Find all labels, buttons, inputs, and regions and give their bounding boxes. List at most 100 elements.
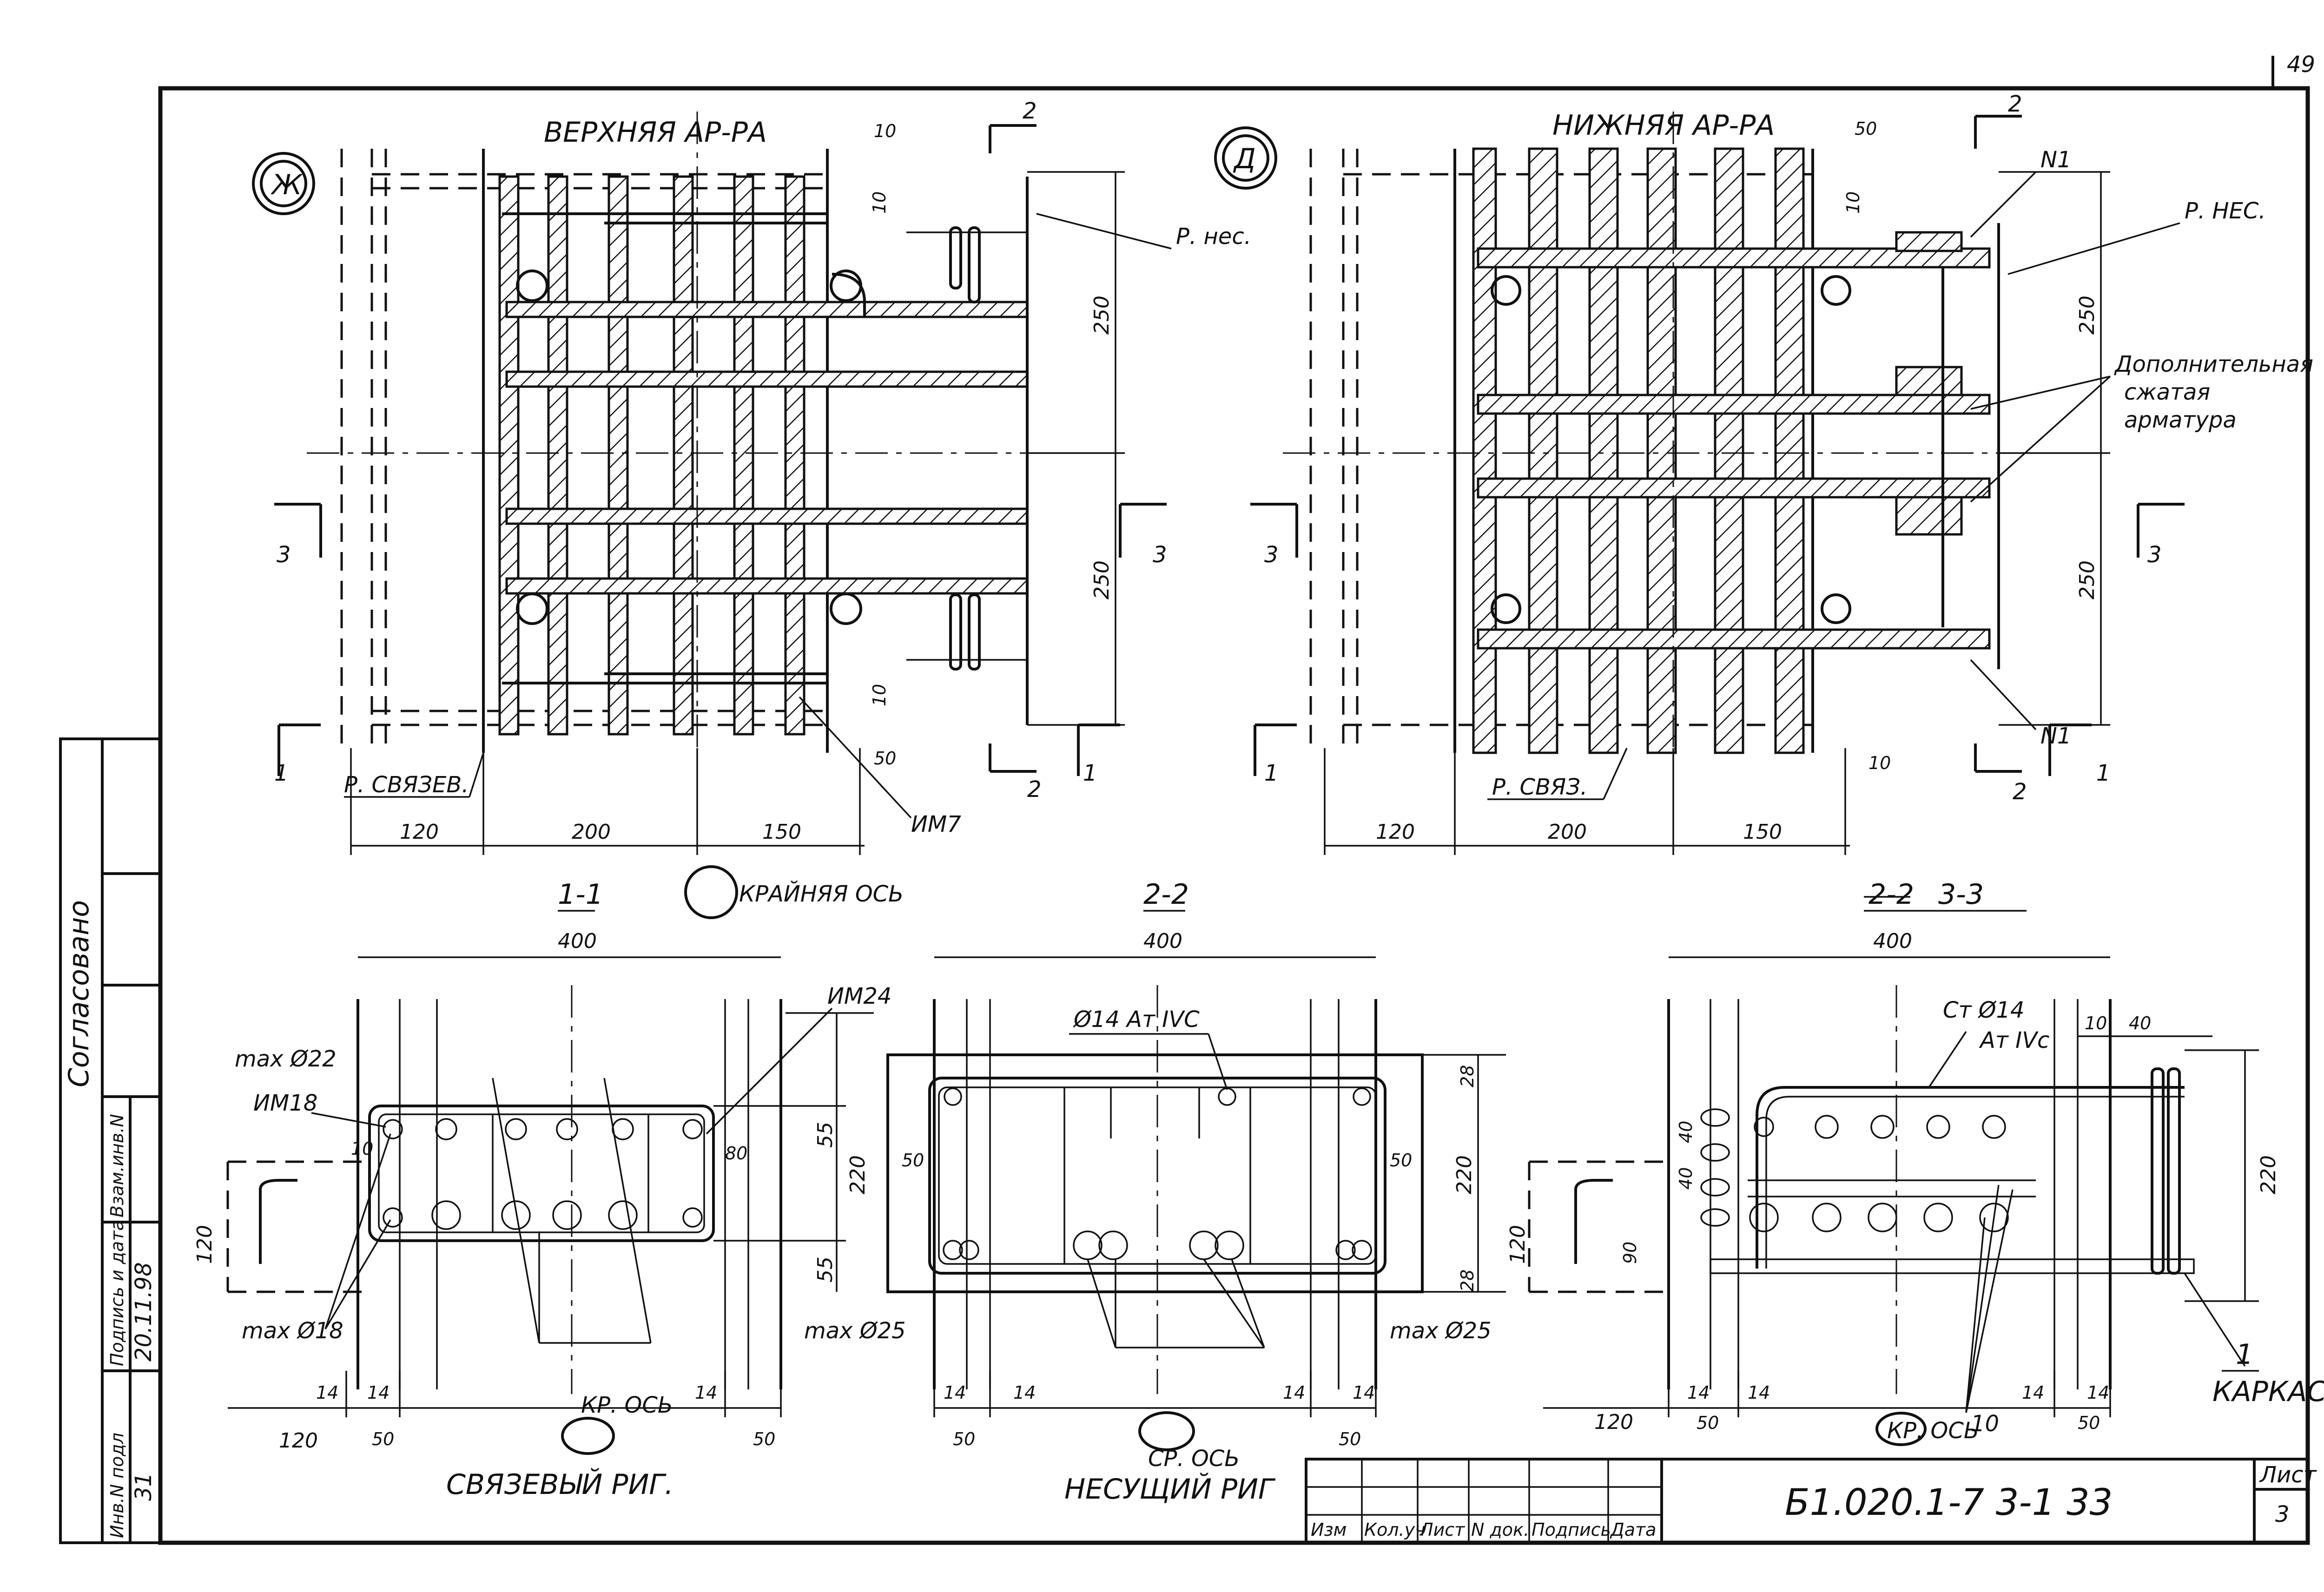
section-2-2-max25: max Ø25: [1390, 1318, 1492, 1344]
section-1-1-dim-14-a: 14: [316, 1382, 338, 1403]
detail-d-horizontal-bars: [1477, 231, 1991, 650]
detail-d-dim-250-bottom: 250: [2075, 560, 2099, 599]
section-2-2-axis-label: СР. ОСЬ: [1148, 1446, 1240, 1472]
detail-zh-dim-10-a: 10: [874, 121, 896, 141]
detail-d-section-marks: 2 2 3 3 1 1: [1250, 91, 2185, 805]
section-3-3-dim-40-b: 40: [1676, 1167, 1696, 1190]
section-1-1-im24: ИМ24: [827, 983, 891, 1009]
section-1-1: 1-1 400: [193, 878, 906, 1501]
detail-zh-section-1-left: 1: [274, 760, 289, 786]
section-1-1-dim-400: 400: [558, 929, 597, 953]
detail-zh-ring-carry: Р. нес.: [1176, 224, 1251, 250]
detail-zh-dim-250-top: 250: [1090, 296, 1114, 335]
section-1-1-title: 1-1: [558, 878, 603, 911]
section-1-1-dim-80: 80: [725, 1143, 747, 1164]
detail-d-extra-line2: сжатая: [2124, 379, 2210, 405]
page-number: 49: [2287, 52, 2315, 78]
detail-zh-section-3-left: 3: [277, 542, 291, 568]
approval-label: Согласовано: [63, 900, 95, 1087]
detail-d-dim-10-top: 10: [1843, 191, 1863, 214]
section-2-2-dim-220: 220: [1452, 1155, 1476, 1194]
section-1-1-dim-50-b: 50: [753, 1429, 775, 1449]
detail-zh-dim-200: 200: [572, 820, 611, 844]
section-3-3-dim-50-a: 50: [1697, 1413, 1719, 1433]
section-1-1-dim-10: 10: [351, 1138, 373, 1159]
detail-d-extra-line1: Дополнительная: [2114, 351, 2313, 377]
detail-zh-horizontal-bars: [505, 301, 1029, 595]
title-col-doc: N док.: [1471, 1520, 1529, 1540]
detail-d-dim-10-bottom: 10: [1868, 753, 1891, 773]
section-2-2-dim-50-a: 50: [953, 1429, 975, 1449]
edge-axis-legend: КРАЙНЯЯ ОСЬ: [684, 865, 904, 919]
section-3-3-dim-14-b: 14: [1748, 1382, 1770, 1403]
detail-d-dim-250-top: 250: [2075, 296, 2099, 335]
sheet-number: 3: [2275, 1501, 2290, 1527]
detail-zh-mesh-label: ИМ7: [911, 811, 961, 837]
detail-d-section-3-left: 3: [1264, 542, 1279, 568]
section-1-1-dim-55-bottom: 55: [813, 1256, 837, 1283]
detail-d-n1-bottom: N1: [2040, 723, 2071, 749]
detail-zh-dim-120: 120: [400, 820, 439, 844]
section-3-3-title: 3-3: [1938, 878, 1984, 911]
title-col-sign: Подпись: [1532, 1520, 1611, 1540]
detail-zh-ring-link: Р. СВЯЗЕВ.: [344, 772, 469, 798]
section-2-2-dim-50-b: 50: [1339, 1429, 1361, 1449]
section-3-3-title-struck: 2-2: [1868, 878, 1914, 911]
section-2-2-caption: НЕСУЩИЙ РИГ: [1064, 1473, 1276, 1506]
title-col-list: Лист: [1419, 1520, 1466, 1540]
edge-axis-caption: КРАЙНЯЯ ОСЬ: [739, 881, 904, 907]
section-1-1-im18: ИМ18: [253, 1090, 317, 1116]
section-3-3-dim-90: 90: [1620, 1242, 1640, 1264]
section-2-2-dim-400: 400: [1143, 929, 1182, 953]
section-2-2-title: 2-2: [1143, 878, 1189, 911]
detail-zh-vertical-bars: [498, 175, 805, 736]
detail-d-ring-link: Р. СВЯЗ.: [1492, 774, 1587, 800]
detail-zh: Ж ВЕРХНЯЯ АР-РА: [252, 98, 1251, 855]
detail-zh-marker: Ж: [270, 169, 303, 201]
detail-zh-right-stirrups: [906, 177, 1029, 725]
title-col-date: Дата: [1610, 1520, 1656, 1540]
detail-d-dim-50: 50: [1855, 118, 1877, 139]
section-3-3-dim-40-top: 40: [2129, 1013, 2151, 1033]
detail-d: Д НИЖНЯЯ АР-РА: [1214, 91, 2313, 855]
section-3-3-hooks: [1700, 1067, 2181, 1275]
section-3-3-dim-10: 10: [2085, 1013, 2107, 1033]
detail-d-ring-carry: Р. НЕС.: [2185, 198, 2266, 224]
section-1-1-axis-label: КР. ОСЬ: [581, 1392, 673, 1418]
detail-zh-dim-10-c: 10: [869, 684, 890, 706]
detail-zh-dims-bottom: 120 200 150: [350, 748, 865, 855]
detail-zh-section-1-right: 1: [1083, 760, 1097, 786]
section-2-2-dim-28-top: 28: [1457, 1065, 1478, 1087]
section-2-2-dim-50-right: 50: [1390, 1150, 1412, 1171]
detail-zh-anchor-circles: [502, 212, 866, 684]
section-1-1-dim-220: 220: [846, 1155, 870, 1194]
detail-zh-dim-50: 50: [874, 748, 896, 769]
section-3-3-dim-120-left: 120: [1506, 1225, 1530, 1264]
title-block: Изм Кол.уч Лист N док. Подпись Дата Б1.0…: [1305, 1458, 2317, 1544]
detail-d-extra-line3: арматура: [2124, 407, 2237, 433]
detail-d-dim-200: 200: [1548, 820, 1587, 844]
detail-d-dim-120: 120: [1376, 820, 1415, 844]
detail-d-section-1-left: 1: [1264, 760, 1279, 786]
section-3-3-dim-14-d: 14: [2087, 1382, 2109, 1403]
detail-d-section-3-right: 3: [2147, 542, 2162, 568]
section-3-3-dim-400: 400: [1873, 929, 1912, 953]
section-1-1-dim-14-c: 14: [695, 1382, 717, 1403]
detail-zh-section-2-top: 2: [1023, 98, 1037, 124]
stamp-inv-value: 31: [131, 1473, 157, 1501]
section-2-2-dim-14-d: 14: [1353, 1382, 1375, 1403]
section-3-3-dim-50-b: 50: [2078, 1413, 2100, 1433]
section-1-1-max25: max Ø25: [804, 1318, 906, 1344]
detail-zh-column-outline: [340, 149, 829, 753]
section-2-2-dia14: Ø14 Ат IVС: [1073, 1007, 1200, 1033]
section-1-1-dim-120-left: 120: [193, 1225, 217, 1264]
detail-zh-section-2-bottom: 2: [1027, 776, 1042, 803]
section-2-2-dim-50-left: 50: [902, 1150, 924, 1171]
section-3-3-bars-top: [1754, 1115, 2006, 1139]
section-2-2: 2-2 400 Ø14 Ат IVС: [886, 878, 1506, 1506]
detail-zh-title: ВЕРХНЯЯ АР-РА: [544, 116, 767, 149]
section-1-1-dim-14-b: 14: [367, 1382, 390, 1403]
section-2-2-dim-14-b: 14: [1013, 1382, 1036, 1403]
detail-zh-dims-right: 250 250 10 10 10 50: [869, 121, 1125, 769]
